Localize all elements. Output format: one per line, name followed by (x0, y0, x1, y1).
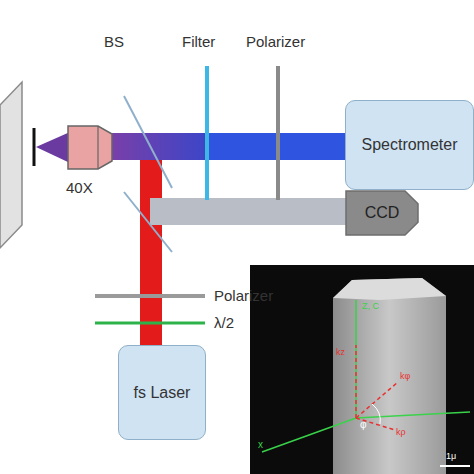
axis-label: x (258, 440, 263, 450)
part-label: Filter (182, 34, 215, 49)
part-label: Polarizer (214, 288, 273, 303)
angle-label: φ (360, 420, 366, 430)
camera-box: CCD (345, 190, 419, 236)
vector-label: kz (336, 348, 345, 357)
part-label: Polarizer (246, 34, 305, 49)
spectrometer-box: Spectrometer (345, 100, 474, 190)
scale-label: 1μ (446, 452, 456, 461)
node-label: fs Laser (134, 384, 191, 402)
part-label: λ/2 (214, 315, 234, 330)
node-label: CCD (365, 204, 400, 222)
part-label: 40X (66, 180, 93, 195)
node-label: Spectrometer (361, 136, 457, 154)
part-label: BS (104, 34, 124, 49)
vector-label: kφ (400, 372, 410, 381)
axis-label: Z, C (362, 302, 379, 311)
vector-label: kρ (396, 428, 406, 437)
laser-box: fs Laser (118, 345, 206, 440)
